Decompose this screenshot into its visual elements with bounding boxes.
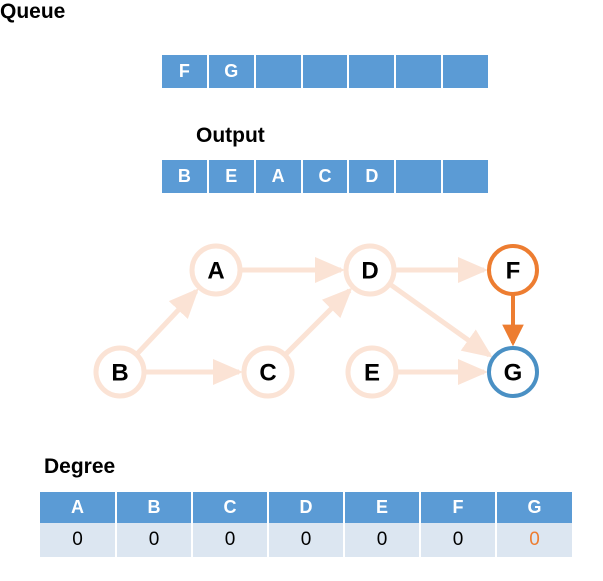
graph-node-E[interactable]: E: [345, 345, 399, 399]
graph-edge-C-D: [283, 287, 353, 357]
degree-value-cell[interactable]: 0: [268, 523, 345, 557]
degree-table: A B C D E F G 0 0 0 0 0 0 0: [40, 492, 572, 557]
degree-value-cell[interactable]: 0: [192, 523, 269, 557]
degree-header-cell: C: [192, 492, 269, 523]
graph-node-circle-G: [487, 346, 539, 398]
degree-value-row: 0 0 0 0 0 0 0: [40, 523, 572, 557]
graph-node-circle-A: [189, 243, 243, 297]
output-title: Output: [196, 124, 265, 147]
graph-node-C[interactable]: C: [241, 345, 295, 399]
degree-value-cell[interactable]: 0: [40, 523, 117, 557]
graph-node-circle-C: [241, 345, 295, 399]
graph-node-B[interactable]: B: [93, 345, 147, 399]
degree-title: Degree: [44, 455, 116, 478]
graph-node-label-E: E: [364, 360, 380, 387]
queue-cell[interactable]: F: [162, 55, 209, 88]
graph-diagram: A B C D E F G: [93, 243, 539, 399]
queue-cell[interactable]: [443, 55, 489, 88]
degree-value-cell[interactable]: 0: [496, 523, 572, 557]
graph-node-D[interactable]: D: [343, 243, 397, 297]
degree-header-cell: E: [344, 492, 421, 523]
graph-node-circle-D: [343, 243, 397, 297]
degree-header-cell: D: [268, 492, 345, 523]
output-cell[interactable]: [443, 160, 489, 193]
degree-header-row: A B C D E F G: [40, 492, 572, 523]
queue-cell[interactable]: [302, 55, 350, 88]
queue-title: Queue: [0, 0, 66, 23]
graph-node-circle-B: [93, 345, 147, 399]
graph-node-A[interactable]: A: [189, 243, 243, 297]
graph-node-label-A: A: [207, 258, 224, 285]
queue-cell[interactable]: [349, 55, 397, 88]
output-cell[interactable]: B: [162, 160, 209, 193]
degree-value-cell[interactable]: 0: [344, 523, 421, 557]
degree-header-cell: B: [116, 492, 193, 523]
graph-node-F[interactable]: F: [487, 244, 539, 296]
output-cell[interactable]: [396, 160, 444, 193]
output-strip: B E A C D: [162, 160, 489, 193]
queue-cell[interactable]: [255, 55, 303, 88]
graph-edge-D-G: [388, 282, 493, 358]
output-cell[interactable]: A: [255, 160, 303, 193]
graph-node-label-C: C: [259, 360, 276, 387]
node-layer: A B C D E F G: [93, 243, 539, 399]
degree-value-cell[interactable]: 0: [116, 523, 193, 557]
degree-header-cell: F: [420, 492, 497, 523]
queue-strip: F G: [162, 55, 489, 88]
graph-node-label-D: D: [361, 258, 378, 285]
output-cell[interactable]: C: [302, 160, 350, 193]
degree-header-cell: G: [496, 492, 572, 523]
degree-value-cell[interactable]: 0: [420, 523, 497, 557]
degree-header-cell: A: [40, 492, 117, 523]
queue-cell[interactable]: G: [208, 55, 256, 88]
edge-layer: [135, 257, 524, 385]
graph-node-label-F: F: [506, 258, 521, 285]
graph-node-label-G: G: [504, 360, 523, 387]
graph-edge-B-A: [135, 288, 199, 356]
graph-node-G[interactable]: G: [487, 346, 539, 398]
queue-cell[interactable]: [396, 55, 444, 88]
output-cell[interactable]: D: [349, 160, 397, 193]
output-cell[interactable]: E: [208, 160, 256, 193]
graph-node-circle-E: [345, 345, 399, 399]
graph-node-label-B: B: [111, 360, 128, 387]
graph-node-circle-F: [487, 244, 539, 296]
